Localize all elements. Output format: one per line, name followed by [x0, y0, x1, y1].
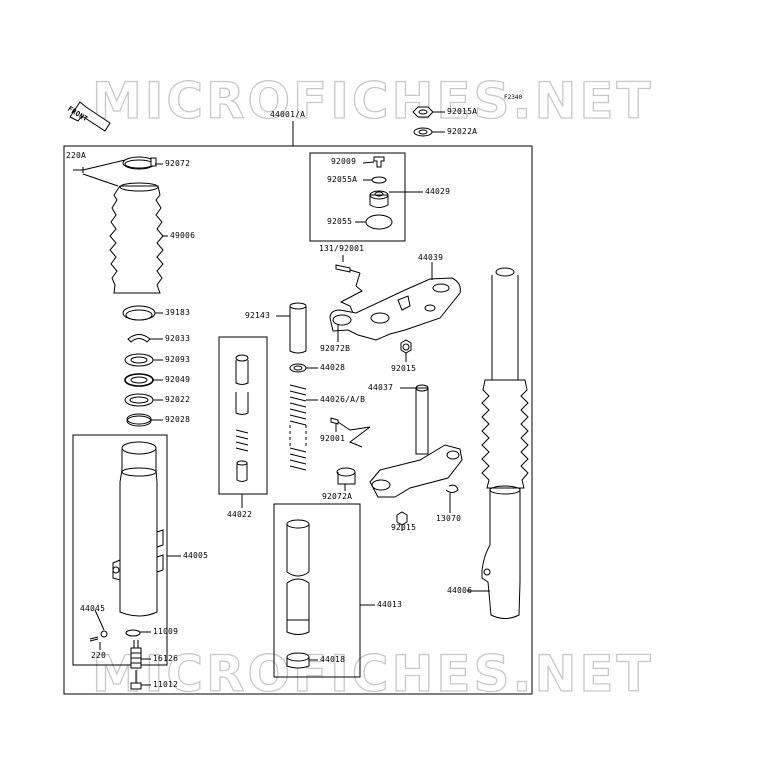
watermark-top: MICROFICHES.NET [91, 71, 654, 130]
label-92015A: 92015A [447, 107, 478, 116]
label-92143: 92143 [245, 311, 271, 320]
label-13070: 13070 [436, 514, 462, 523]
label-44029: 44029 [425, 187, 451, 196]
label-131-92001: 131/92001 [319, 244, 365, 253]
spring-kit-box [218, 336, 268, 495]
label-220A: 220A [66, 151, 87, 160]
label-92049: 92049 [165, 375, 191, 384]
label-39183: 39183 [165, 308, 191, 317]
label-16126: 16126 [153, 654, 179, 663]
label-44026: 44026/A/B [320, 395, 366, 404]
label-92015-lower: 92015 [391, 523, 417, 532]
label-92055: 92055 [327, 217, 353, 226]
label-44037: 44037 [368, 383, 394, 392]
label-11009: 11009 [153, 627, 179, 636]
label-11012: 11012 [153, 680, 179, 689]
figure-code: F2340 [504, 94, 523, 101]
label-44001A: 44001/A [270, 110, 306, 119]
inner-tube-box [273, 503, 361, 678]
label-92072B: 92072B [320, 344, 351, 353]
label-44006: 44006 [447, 586, 473, 595]
label-44028: 44028 [320, 363, 346, 372]
label-92072A: 92072A [322, 492, 353, 501]
label-92072: 92072 [165, 159, 191, 168]
outer-tube-box [72, 434, 168, 666]
label-92028: 92028 [165, 415, 191, 424]
label-44039: 44039 [418, 253, 444, 262]
label-92022: 92022 [165, 395, 191, 404]
label-92022A: 92022A [447, 127, 478, 136]
label-44013: 44013 [377, 600, 403, 609]
label-92009: 92009 [331, 157, 357, 166]
label-92015-upper: 92015 [391, 364, 417, 373]
label-92001: 92001 [320, 434, 346, 443]
front-arrow-icon [69, 101, 111, 132]
label-44005: 44005 [183, 551, 209, 560]
label-220: 220 [91, 651, 107, 660]
label-44045: 44045 [80, 604, 106, 613]
label-92093: 92093 [165, 355, 191, 364]
assembly-frame [63, 145, 533, 695]
label-92055A: 92055A [327, 175, 358, 184]
label-44022: 44022 [227, 510, 253, 519]
cap-kit-box [309, 152, 406, 242]
label-44018: 44018 [320, 655, 346, 664]
label-92033: 92033 [165, 334, 191, 343]
label-49006: 49006 [170, 231, 196, 240]
